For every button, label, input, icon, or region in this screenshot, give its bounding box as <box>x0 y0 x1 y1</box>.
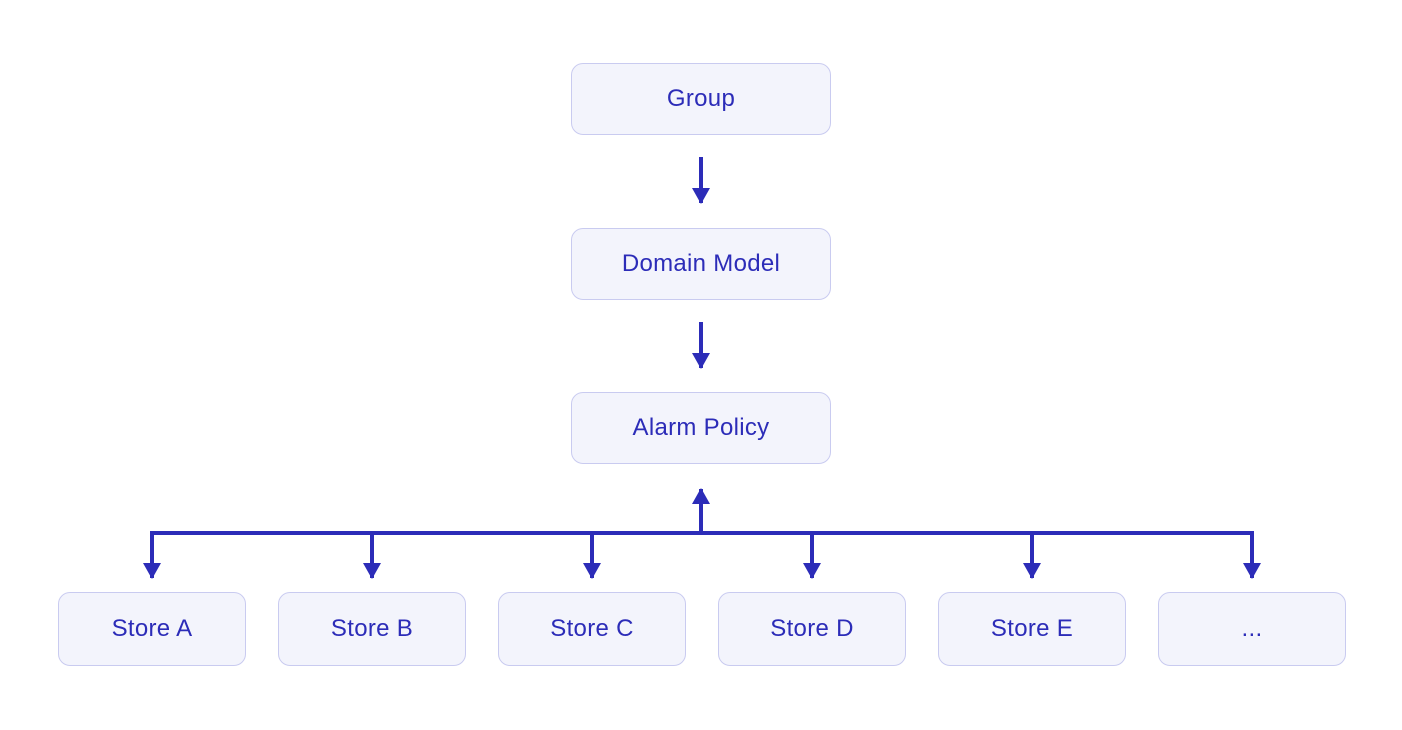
node-store-c: Store C <box>498 592 686 666</box>
node-group: Group <box>571 63 831 135</box>
node-store-a: Store A <box>58 592 246 666</box>
node-store-e: Store E <box>938 592 1126 666</box>
node-store-more-label: ... <box>1241 615 1263 642</box>
node-store-more: ... <box>1158 592 1346 666</box>
node-alarm-policy-label: Alarm Policy <box>632 414 770 441</box>
node-store-d-label: Store D <box>770 615 854 642</box>
node-store-c-label: Store C <box>550 615 634 642</box>
node-store-d: Store D <box>718 592 906 666</box>
node-alarm-policy: Alarm Policy <box>571 392 831 464</box>
node-domain-model-label: Domain Model <box>621 250 781 277</box>
node-store-a-label: Store A <box>111 615 193 642</box>
node-domain-model: Domain Model <box>571 228 831 300</box>
node-store-b: Store B <box>278 592 466 666</box>
node-group-label: Group <box>666 85 736 112</box>
node-store-b-label: Store B <box>330 615 414 642</box>
node-store-e-label: Store E <box>990 615 1074 642</box>
